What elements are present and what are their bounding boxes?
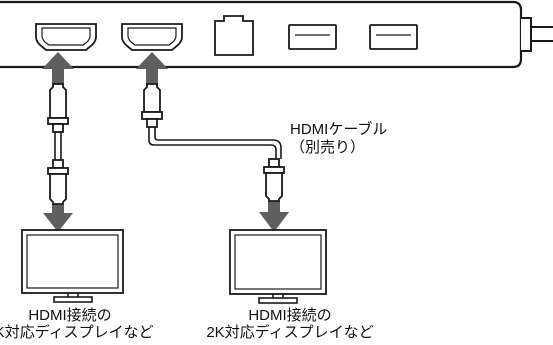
right-display-label-line-1: HDMI接続の <box>248 307 332 324</box>
usb-port-icon <box>369 24 418 50</box>
hdmi-port-icon <box>35 23 97 51</box>
hub-cable-stub <box>521 17 532 52</box>
monitor-icon <box>21 229 124 303</box>
usb-port-icon <box>288 24 337 50</box>
right-display-label-line-2: 2K対応ディスプレイなど <box>206 324 374 341</box>
ethernet-port-icon <box>214 15 254 56</box>
monitor-icon <box>229 229 327 304</box>
left-display-label-line-1: HDMI接続の <box>28 307 112 324</box>
arrow-icon <box>136 52 168 84</box>
cable-label: HDMIケーブル （別売り） <box>290 121 387 157</box>
left-display-label-line-2: 2K対応ディスプレイなど <box>0 324 154 341</box>
hub-cable <box>531 26 553 42</box>
hdmi-port-icon <box>121 23 183 51</box>
left-display-label: HDMI接続の 2K対応ディスプレイなど <box>0 307 160 341</box>
usb-hub <box>0 0 553 69</box>
cable-label-line-2: （別売り） <box>290 139 366 156</box>
hdmi-cable-icon <box>47 83 69 205</box>
arrow-icon <box>43 204 73 232</box>
arrow-icon <box>259 201 289 232</box>
hdmi-cable-icon <box>141 83 285 202</box>
cable-label-line-1: HDMIケーブル <box>290 121 388 138</box>
right-display-label: HDMI接続の 2K対応ディスプレイなど <box>200 307 380 341</box>
arrow-icon <box>42 52 74 84</box>
